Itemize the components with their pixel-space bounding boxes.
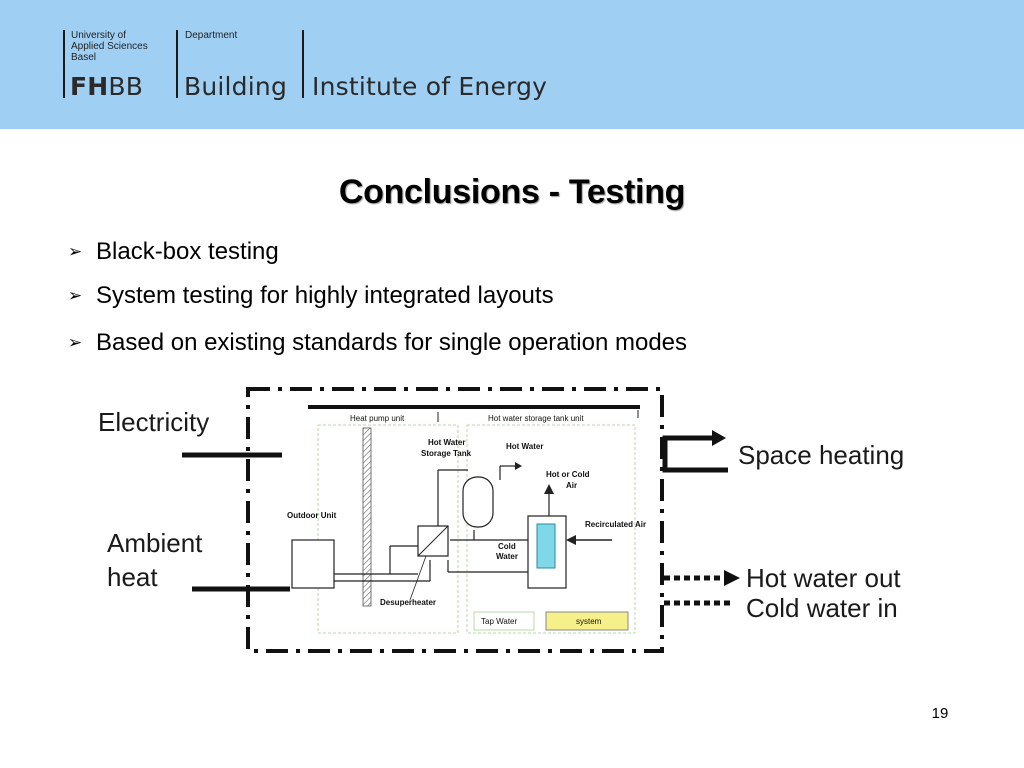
label-heat-pump-unit: Heat pump unit: [350, 414, 405, 423]
label-desuperheater: Desuperheater: [380, 598, 436, 607]
fhbb-bold: FH: [70, 72, 109, 101]
hot-cold-air-arrowhead-icon: [544, 484, 554, 494]
desuperheater-diagonal: [417, 525, 449, 557]
air-handler-coil: [536, 523, 556, 569]
label-tap-water: Tap Water: [481, 617, 517, 626]
department-name: Building: [184, 72, 288, 101]
department-label: Department: [185, 30, 238, 41]
label-cold-water-line-1: Cold: [498, 542, 516, 551]
label-ambient-line-1: Ambient: [107, 528, 203, 558]
space-heating-arrowhead-icon: [712, 430, 726, 446]
desuperheater-leader: [409, 555, 427, 601]
label-cold-water-in: Cold water in: [746, 593, 898, 623]
label-ambient-line-2: heat: [107, 562, 158, 592]
label-hot-water-storage-tank-unit: Hot water storage tank unit: [488, 414, 584, 423]
label-electricity: Electricity: [98, 407, 210, 437]
label-hot-water: Hot Water: [506, 442, 543, 451]
storage-tank: [462, 476, 494, 528]
label-hot-cold-air-line-1: Hot or Cold: [546, 470, 590, 479]
university-line-1: University of: [71, 30, 127, 41]
bullet-arrow-icon: ➢: [68, 242, 83, 262]
hot-water-arrowhead-icon: [515, 462, 522, 470]
label-storage-tank-line-1: Hot Water: [428, 438, 465, 447]
label-space-heating: Space heating: [738, 440, 905, 470]
outdoor-unit-box: [291, 539, 335, 589]
label-cold-water-line-2: Water: [496, 552, 518, 561]
inner-diagram-frame: [256, 396, 656, 644]
label-outdoor-unit: Outdoor Unit: [287, 511, 337, 520]
bullet-text-1: Black-box testing: [96, 238, 279, 265]
heat-pump-unit-frame: [317, 424, 459, 634]
label-hot-cold-air-line-2: Air: [566, 481, 577, 490]
space-heating-arrow: [662, 435, 728, 473]
label-recirculated-air: Recirculated Air: [585, 520, 646, 529]
bullet-arrow-icon: ➢: [68, 333, 83, 353]
bullet-item-1: ➢ Black-box testing: [68, 238, 279, 268]
university-name: University of Applied Sciences Basel: [71, 30, 148, 63]
institute-name: Institute of Energy: [312, 72, 548, 101]
system-box: [545, 611, 629, 631]
fhbb-rest: BB: [108, 72, 144, 101]
bullet-text-3: Based on existing standards for single o…: [96, 329, 688, 356]
label-storage-tank-line-2: Storage Tank: [421, 449, 472, 458]
header-banner: University of Applied Sciences Basel FHB…: [0, 0, 1024, 129]
logo-divider-3: [302, 30, 304, 98]
bullet-text-2: System testing for highly integrated lay…: [96, 282, 554, 309]
label-ambient: Ambient heat: [107, 528, 202, 592]
building-wall: [362, 427, 372, 607]
logo-divider-1: [63, 30, 65, 98]
slide-title: Conclusions - Testing: [338, 173, 686, 211]
logo-divider-2: [176, 30, 178, 98]
bullet-arrow-icon: ➢: [68, 286, 83, 306]
label-hot-water-out: Hot water out: [746, 563, 901, 593]
fhbb-logo: FHBB: [70, 72, 143, 101]
label-system: system: [576, 617, 602, 626]
university-line-3: Basel: [71, 52, 97, 63]
hot-water-out-arrowhead-icon: [724, 570, 740, 586]
bullet-item-2: ➢ System testing for highly integrated la…: [68, 282, 554, 312]
page-number: 19: [931, 705, 949, 722]
tap-water-box: [473, 611, 535, 631]
university-line-2: Applied Sciences: [71, 41, 148, 52]
recirculated-air-arrowhead-icon: [566, 535, 576, 545]
storage-tank-unit-frame: [466, 424, 636, 634]
bullet-item-3: ➢ Based on existing standards for single …: [68, 329, 687, 359]
